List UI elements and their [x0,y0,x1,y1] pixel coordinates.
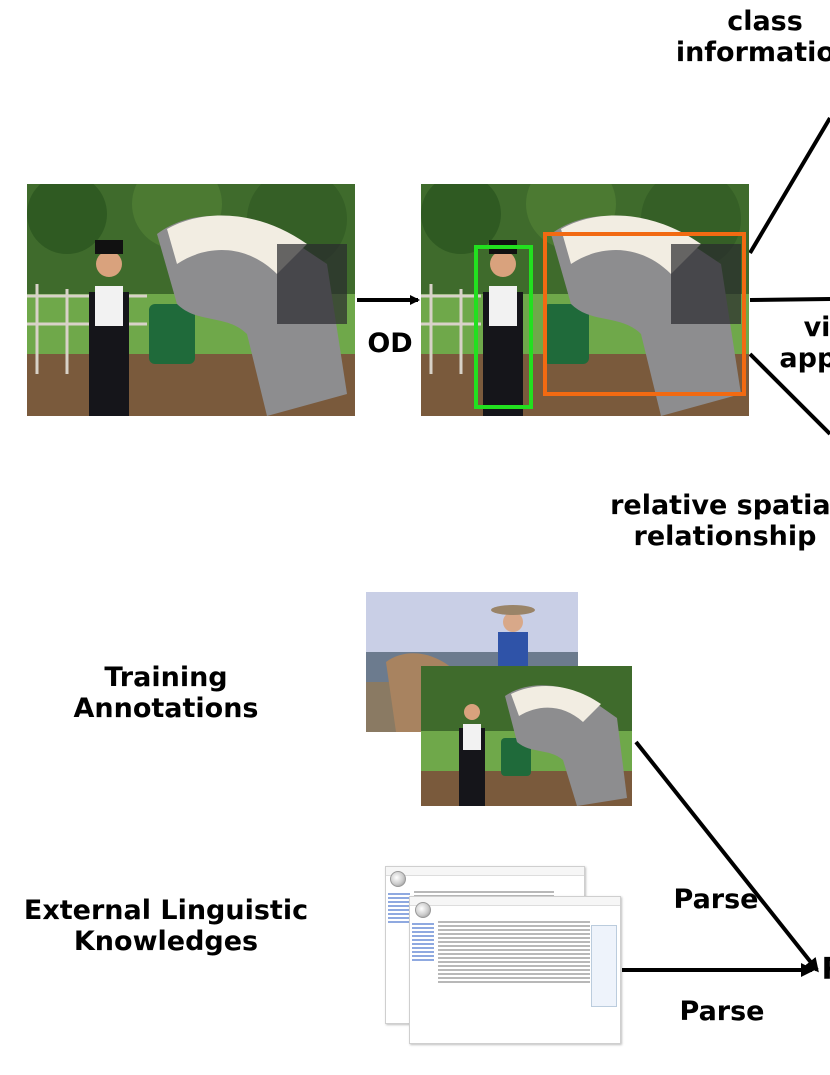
person-bounding-box [474,245,533,409]
training-parse-arrow [634,740,819,973]
parse-label-lower: Parse [679,996,765,1027]
parse-label-upper: Parse [673,884,759,915]
page-header-bar [410,897,620,906]
training-photo-front [421,666,632,806]
training-annotations-label: Training Annotations [73,662,259,724]
page-article-text [438,919,590,985]
detected-photo [421,184,749,416]
spatial-relationship-line [748,352,830,436]
input-photo [27,184,355,416]
wiki-globe-icon [415,902,431,918]
page-sidebar [412,921,434,963]
knowledge-page-front [409,896,621,1044]
relative-spatial-relationship-label: relative spatial relationship [610,490,830,552]
cut-off-target-label: R [818,954,830,985]
visual-appearance-label: vi appe [779,312,830,374]
wiki-globe-icon [390,871,406,887]
external-knowledge-label: External Linguistic Knowledges [23,895,309,957]
page-sidebar [388,891,410,925]
page-infobox [591,925,617,1007]
page-header-bar [386,867,584,876]
od-label: OD [367,328,413,359]
horse-bounding-box [543,232,746,396]
visual-appearance-line [749,297,830,302]
class-information-label: class information [675,6,830,68]
class-information-line [748,116,830,255]
